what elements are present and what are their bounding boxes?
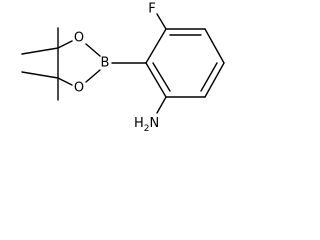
methyl-groups	[21, 27, 59, 101]
bond-ring-c6-c1	[145, 28, 167, 64]
bond-c-n	[156, 96, 167, 114]
bond-b-o-lower	[85, 69, 101, 83]
bond-o-c-upper	[57, 40, 73, 49]
benzene-ring	[145, 28, 225, 98]
pinacol-boronate-ring: O O	[57, 31, 101, 96]
bond-ring-double-2	[200, 62, 218, 92]
atom-fluorine: F	[148, 2, 155, 17]
bond-c-f	[156, 13, 167, 30]
bond-methyl-lower-left	[21, 71, 59, 79]
bond-ring-c5-c6	[145, 62, 167, 98]
atom-amine-n: N	[150, 116, 160, 131]
bond-o-c-lower	[57, 77, 73, 86]
atom-amine-h: H	[134, 116, 144, 131]
chemical-structure-diagram: F H2N B O O	[21, 2, 225, 134]
bond-ring-c3-c4	[204, 62, 225, 98]
atom-amine-h-count: 2	[144, 124, 150, 134]
bond-b-o-upper	[85, 43, 101, 57]
atom-oxygen-upper: O	[74, 31, 84, 46]
bond-ring-double-3	[152, 62, 171, 92]
atom-oxygen-lower: O	[74, 81, 84, 96]
atom-boron: B	[101, 56, 110, 71]
bond-methyl-upper-left	[21, 47, 59, 55]
atom-amine-group: H2N	[134, 116, 159, 134]
bond-ring-c2-c3	[204, 28, 225, 64]
